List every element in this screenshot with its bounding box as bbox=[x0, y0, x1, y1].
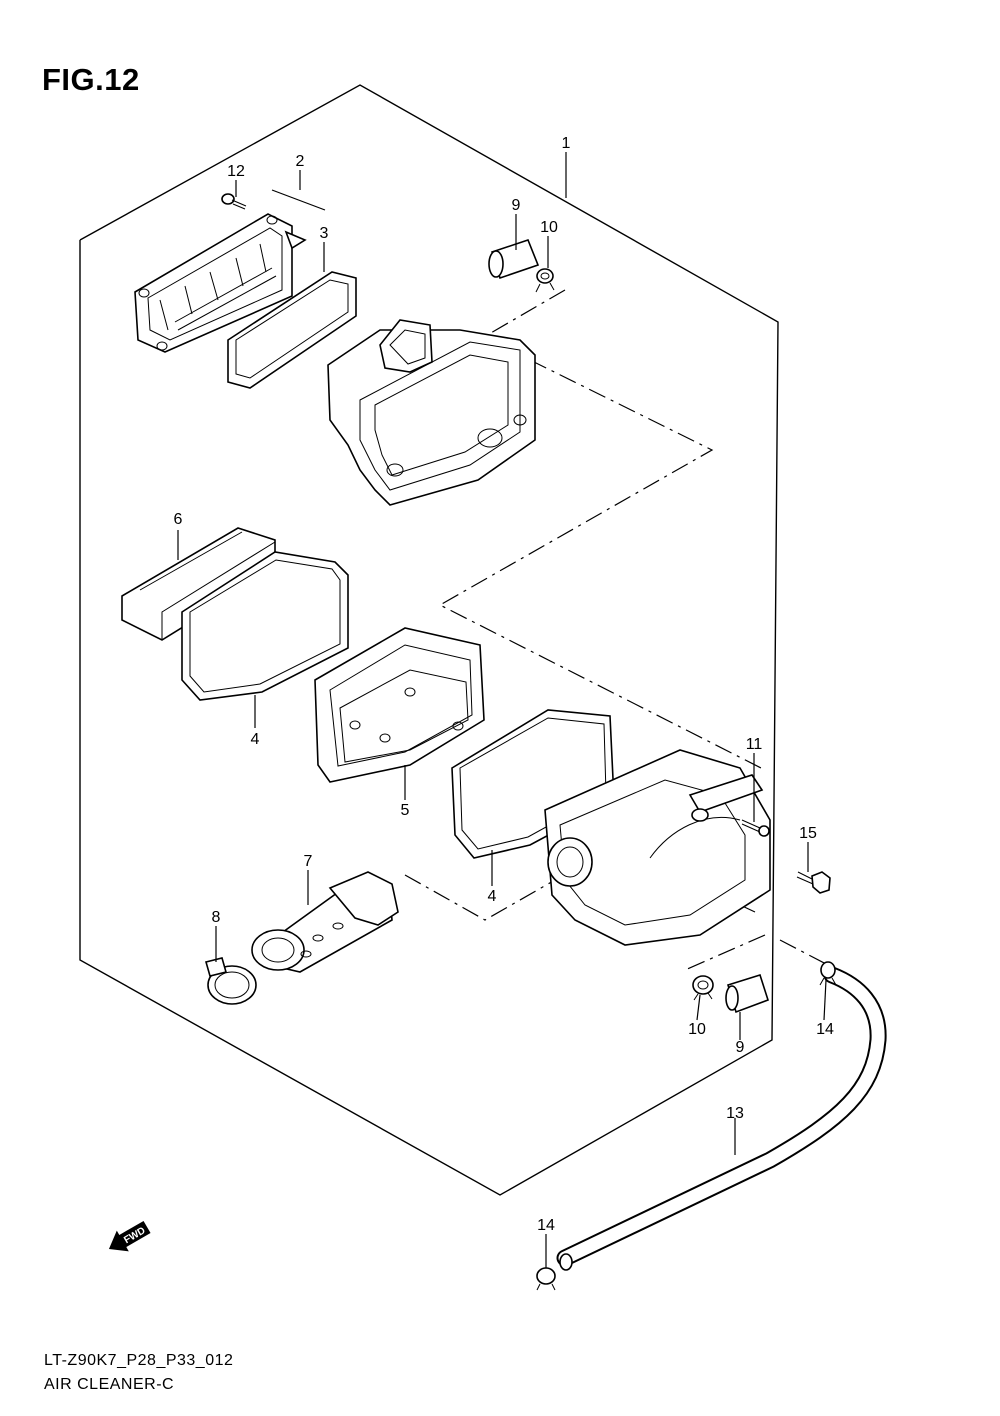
callout-11: 11 bbox=[746, 736, 763, 753]
part-7-intake-pipe[interactable] bbox=[251, 871, 399, 973]
callout-9-bottom: 9 bbox=[736, 1039, 745, 1056]
part-10-clip-top[interactable] bbox=[535, 268, 555, 293]
leader-lines bbox=[177, 152, 827, 1268]
part-12-screw[interactable] bbox=[221, 193, 247, 210]
part-13-hose[interactable] bbox=[556, 966, 887, 1271]
assembly-frame bbox=[79, 84, 779, 1196]
callout-12: 12 bbox=[227, 163, 245, 180]
part-4-gasket-upper[interactable] bbox=[181, 551, 349, 701]
part-14-clip-lower[interactable] bbox=[536, 1267, 556, 1291]
callout-14-upper: 14 bbox=[816, 1021, 834, 1038]
part-5-filter-plate[interactable] bbox=[314, 627, 485, 783]
callout-5: 5 bbox=[401, 802, 410, 819]
callout-4-upper: 4 bbox=[251, 731, 260, 748]
footer-diagram-code: LT-Z90K7_P28_P33_012 bbox=[44, 1352, 234, 1369]
fwd-label: FWD bbox=[122, 1225, 147, 1246]
footer-diagram-name: AIR CLEANER-C bbox=[44, 1376, 175, 1393]
part-1-case[interactable] bbox=[327, 319, 536, 506]
part-9-pipe-top[interactable] bbox=[488, 239, 540, 280]
callout-14-lower: 14 bbox=[537, 1217, 555, 1234]
callout-13: 13 bbox=[726, 1105, 744, 1122]
callout-15: 15 bbox=[799, 825, 817, 842]
part-15-bolt[interactable] bbox=[796, 871, 831, 894]
callout-1: 1 bbox=[562, 135, 571, 152]
part-3-gasket[interactable] bbox=[227, 271, 357, 389]
callout-2: 2 bbox=[296, 153, 305, 170]
part-8-clamp[interactable] bbox=[205, 957, 257, 1005]
callout-9-top: 9 bbox=[512, 197, 521, 214]
callout-10-bottom: 10 bbox=[688, 1021, 706, 1038]
part-10-clip-bottom[interactable] bbox=[692, 975, 714, 1001]
part-11-screw[interactable] bbox=[741, 819, 770, 837]
callout-4-lower: 4 bbox=[488, 888, 497, 905]
callout-7: 7 bbox=[304, 853, 313, 870]
callout-8: 8 bbox=[212, 909, 221, 926]
callout-labels: 1 2 3 4 4 5 6 7 8 9 9 10 10 11 12 13 14 … bbox=[174, 135, 834, 1234]
fwd-arrow-icon: FWD bbox=[108, 1220, 151, 1252]
part-2-cover[interactable] bbox=[134, 213, 307, 353]
part-1-housing-lower[interactable] bbox=[544, 749, 771, 946]
figure-title: FIG.12 bbox=[42, 62, 140, 97]
callout-6: 6 bbox=[174, 511, 183, 528]
part-14-clip-upper[interactable] bbox=[819, 961, 837, 986]
callout-3: 3 bbox=[320, 225, 329, 242]
part-9-pipe-bottom[interactable] bbox=[725, 973, 769, 1014]
callout-10-top: 10 bbox=[540, 219, 558, 236]
